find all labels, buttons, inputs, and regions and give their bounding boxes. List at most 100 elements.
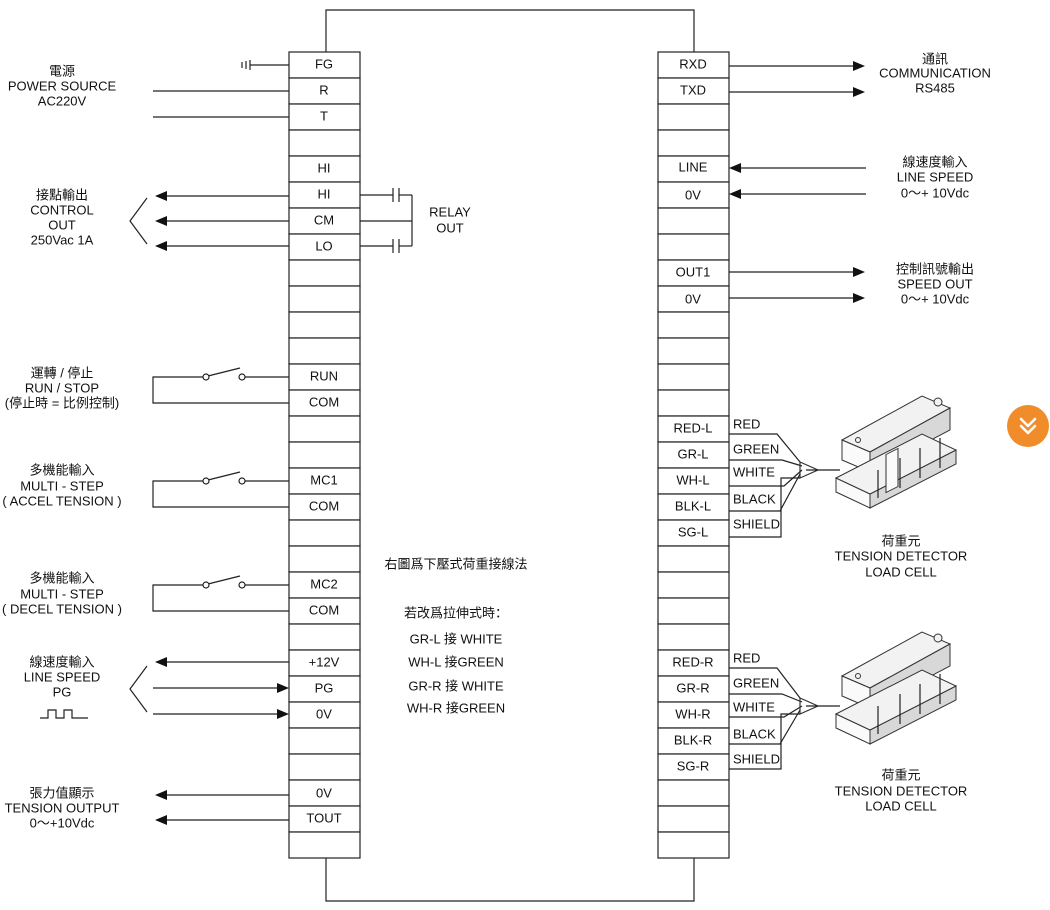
run-stop-label: 運轉 / 停止 — [31, 365, 94, 380]
left-terminal-strip: FG R T HI HI CM LO RUN COM MC1 COM MC2 C… — [288, 51, 361, 859]
left-terminal-label: COM — [309, 498, 339, 513]
arrow-left-icon — [729, 189, 741, 199]
arrow-left-icon — [155, 191, 167, 201]
run-stop-switch — [152, 367, 289, 404]
left-terminal-label: MC2 — [310, 576, 337, 591]
wire-color-label: WHITE — [733, 699, 775, 714]
arrow-left-icon — [155, 216, 167, 226]
communication-label: COMMUNICATION — [879, 65, 991, 80]
left-terminal — [288, 493, 361, 521]
left-terminal — [288, 779, 361, 807]
left-terminal-label: TOUT — [306, 810, 341, 825]
left-terminal-label: LO — [315, 238, 332, 253]
scroll-down-button[interactable] — [1007, 405, 1049, 447]
left-terminal-label: HI — [318, 160, 331, 175]
right-terminal-label: OUT1 — [676, 264, 711, 279]
ground-icon — [241, 60, 289, 70]
left-terminal-label: +12V — [309, 654, 340, 669]
load-cell-2-wiring — [729, 667, 840, 770]
relay-out-label: RELAY — [429, 204, 471, 219]
line-speed-label: PG — [53, 684, 72, 699]
left-terminal — [288, 753, 361, 781]
load-cell-label: 荷重元 — [881, 767, 920, 782]
right-terminal-label: BLK-L — [675, 498, 711, 513]
load-cell-label: LOAD CELL — [865, 564, 937, 579]
arrow-right-icon — [853, 293, 865, 303]
right-terminal — [657, 337, 730, 365]
center-note-line: WH-R 接GREEN — [407, 700, 505, 715]
arrow-right-icon — [853, 87, 865, 97]
load-cell-icon — [834, 395, 958, 509]
right-terminal-label: WH-R — [675, 706, 710, 721]
arrow-right-icon — [853, 61, 865, 71]
arrow-right-icon — [277, 709, 289, 719]
control-out-label: CONTROL — [30, 202, 94, 217]
run-stop-label: (停止時 = 比例控制) — [5, 395, 119, 410]
right-terminal — [657, 831, 730, 859]
right-terminal — [657, 805, 730, 833]
left-terminal — [288, 727, 361, 755]
left-terminal-label: 0V — [316, 785, 332, 800]
left-terminal — [288, 519, 361, 547]
left-terminal-label: MC1 — [310, 472, 337, 487]
double-chevron-down-icon — [1019, 417, 1037, 435]
left-terminal-label: HI — [318, 186, 331, 201]
left-terminal-label: RUN — [310, 368, 338, 383]
load-cell-label: TENSION DETECTOR — [835, 783, 968, 798]
right-terminal — [657, 51, 730, 79]
left-terminal — [288, 441, 361, 469]
center-note-line: GR-R 接 WHITE — [408, 678, 504, 693]
left-terminal — [288, 805, 361, 833]
arrow-right-icon — [277, 683, 289, 693]
right-terminal-label: RED-R — [672, 654, 713, 669]
tension-output-label: TENSION OUTPUT — [5, 800, 120, 815]
left-terminal-label: 0V — [316, 706, 332, 721]
right-terminal-label: RED-L — [673, 420, 712, 435]
right-terminal-label: SG-L — [678, 524, 708, 539]
controller-enclosure-bottom — [325, 858, 695, 902]
right-terminal — [657, 363, 730, 391]
left-terminal-label: COM — [309, 602, 339, 617]
right-terminal — [657, 571, 730, 599]
right-terminal — [657, 649, 730, 677]
left-terminal — [288, 545, 361, 573]
left-terminal — [288, 129, 361, 157]
center-note-line: GR-L 接 WHITE — [410, 631, 503, 646]
left-terminal — [288, 77, 361, 105]
multi-decel-label: MULTI - STEP — [20, 586, 104, 601]
wire-color-label: BLACK — [733, 491, 776, 506]
relay-out-label: OUT — [436, 220, 464, 235]
load-cell-label: 荷重元 — [881, 533, 920, 548]
right-terminal — [657, 467, 730, 495]
right-terminal-label: GR-L — [677, 446, 708, 461]
left-terminal-label: COM — [309, 394, 339, 409]
arrow-left-icon — [155, 815, 167, 825]
left-terminal-label: FG — [315, 56, 333, 71]
right-terminal — [657, 389, 730, 417]
tension-output-label: 0～+10Vdc — [30, 815, 95, 830]
right-terminal-strip: RXD TXD LINE 0V OUT1 0V RED-L GR-L WH-L … — [657, 51, 730, 859]
load-cell-1-wiring — [729, 433, 840, 538]
power-label: POWER SOURCE — [8, 78, 117, 93]
right-terminal — [657, 675, 730, 703]
right-terminal — [657, 207, 730, 235]
multi-decel-label: 多機能輸入 — [29, 570, 94, 585]
wire-color-label: GREEN — [733, 675, 779, 690]
wire-color-label: GREEN — [733, 441, 779, 456]
wire-color-label: BLACK — [733, 726, 776, 741]
right-terminal — [657, 77, 730, 105]
controller-enclosure-top — [325, 9, 695, 52]
left-terminal-label: CM — [314, 212, 334, 227]
left-terminal — [288, 571, 361, 599]
line-speed-label: 線速度輸入 — [29, 654, 94, 669]
control-out-label: OUT — [48, 217, 76, 232]
right-line-speed-label: 0～+ 10Vdc — [901, 185, 970, 200]
right-terminal-label: BLK-R — [674, 732, 712, 747]
center-note-subheading: 若改爲拉伸式時： — [404, 605, 508, 620]
run-stop-label: RUN / STOP — [25, 380, 99, 395]
left-terminal — [288, 155, 361, 183]
right-terminal — [657, 519, 730, 547]
left-terminal — [288, 259, 361, 287]
left-terminal — [288, 701, 361, 729]
